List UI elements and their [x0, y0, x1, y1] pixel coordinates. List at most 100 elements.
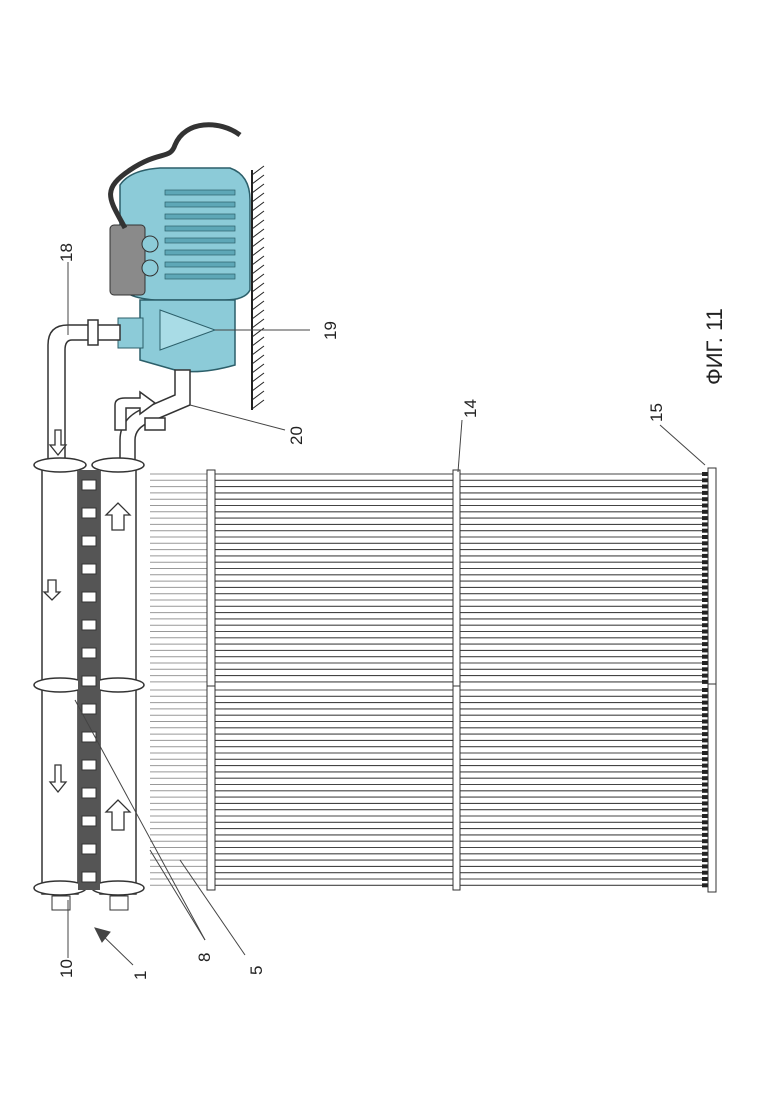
tube-end-cap	[702, 833, 708, 837]
motor-fin	[165, 274, 235, 279]
tube-end-cap	[702, 592, 708, 596]
tube-end-cap	[702, 757, 708, 761]
pipe-20	[115, 370, 190, 460]
hatch-line	[252, 310, 264, 319]
motor-fin	[165, 190, 235, 195]
manifold-clamp	[82, 564, 96, 574]
hatch-line	[252, 292, 264, 301]
hatch-line	[252, 283, 264, 292]
motor-fin	[165, 202, 235, 207]
tube-end-cap	[702, 770, 708, 774]
hatch-line	[252, 166, 264, 175]
pump-19	[118, 300, 235, 372]
tube-end-cap	[702, 795, 708, 799]
tube-end-cap	[702, 701, 708, 705]
hatch-line	[252, 328, 264, 337]
tube-end-cap	[702, 611, 708, 615]
manifold-clamp	[82, 788, 96, 798]
tube-end-cap	[702, 726, 708, 730]
outlet-cap-10	[52, 896, 70, 910]
tube-end-cap	[702, 820, 708, 824]
label-1: 1	[131, 971, 150, 980]
tube-end-cap	[702, 667, 708, 671]
tube-end-cap	[702, 871, 708, 875]
hatch-line	[252, 238, 264, 247]
tube-end-cap	[702, 604, 708, 608]
end-support-15	[708, 684, 716, 892]
label-20: 20	[287, 426, 306, 445]
tube-end-cap	[702, 674, 708, 678]
tube-end-cap	[702, 541, 708, 545]
manifold-clamp	[82, 620, 96, 630]
tube-end-cap	[702, 789, 708, 793]
hatch-line	[252, 319, 264, 328]
hatch-line	[252, 220, 264, 229]
label-19: 19	[321, 321, 340, 340]
tube-end-cap	[702, 516, 708, 520]
collector-panel	[150, 468, 716, 690]
hatch-line	[252, 265, 264, 274]
manifold-clamp	[82, 760, 96, 770]
tube-end-cap	[702, 846, 708, 850]
tube-end-cap	[702, 598, 708, 602]
label-18: 18	[57, 243, 76, 262]
panel-bracket	[207, 470, 215, 688]
hatch-line	[252, 247, 264, 256]
tube-end-cap	[702, 694, 708, 698]
hatch-line	[252, 373, 264, 382]
hatch-line	[252, 364, 264, 373]
hatch-line	[252, 184, 264, 193]
label-15: 15	[647, 403, 666, 422]
manifold-clamp	[82, 480, 96, 490]
tube-end-cap	[702, 623, 708, 627]
label-8: 8	[195, 953, 214, 962]
tube-end-cap	[702, 720, 708, 724]
tube-end-cap	[702, 745, 708, 749]
tube-end-cap	[702, 661, 708, 665]
tube-end-cap	[702, 827, 708, 831]
hatch-line	[252, 193, 264, 202]
tube-end-cap	[702, 579, 708, 583]
manifold-clamp	[82, 704, 96, 714]
tube-end-cap	[702, 478, 708, 482]
hatch-line	[252, 229, 264, 238]
manifolds	[34, 458, 144, 910]
collector-panels	[150, 468, 716, 892]
manifold-clamp	[82, 816, 96, 826]
hatch-line	[252, 274, 264, 283]
motor-fin	[165, 238, 235, 243]
figure-caption: ФИГ. 11	[702, 308, 727, 385]
tube-end-cap	[702, 504, 708, 508]
tube-end-cap	[702, 560, 708, 564]
hatch-line	[252, 391, 264, 400]
hatch-line	[252, 175, 264, 184]
hatch-line	[252, 355, 264, 364]
tube-clip-14	[453, 470, 460, 688]
tube-end-cap	[702, 548, 708, 552]
motor-fin	[165, 250, 235, 255]
hatch-line	[252, 301, 264, 310]
tube-end-cap	[702, 738, 708, 742]
manifold-clamp	[82, 592, 96, 602]
manifold-clamp	[82, 508, 96, 518]
hatch-line	[252, 211, 264, 220]
panel-bracket	[207, 686, 215, 890]
tube-clip-14	[453, 686, 460, 890]
manifold-clamp	[82, 536, 96, 546]
tube-end-cap	[702, 617, 708, 621]
tube-end-cap	[702, 732, 708, 736]
motor-fin	[165, 214, 235, 219]
tube-end-cap	[702, 630, 708, 634]
tube-end-cap	[702, 554, 708, 558]
tube-end-cap	[702, 864, 708, 868]
tube-end-cap	[702, 751, 708, 755]
tube-end-cap	[702, 522, 708, 526]
tube-end-cap	[702, 707, 708, 711]
pump-motor	[110, 125, 250, 300]
tube-end-cap	[702, 636, 708, 640]
manifold-clamp	[82, 648, 96, 658]
label-5: 5	[247, 966, 266, 975]
tube-end-cap	[702, 801, 708, 805]
hatch-line	[252, 256, 264, 265]
